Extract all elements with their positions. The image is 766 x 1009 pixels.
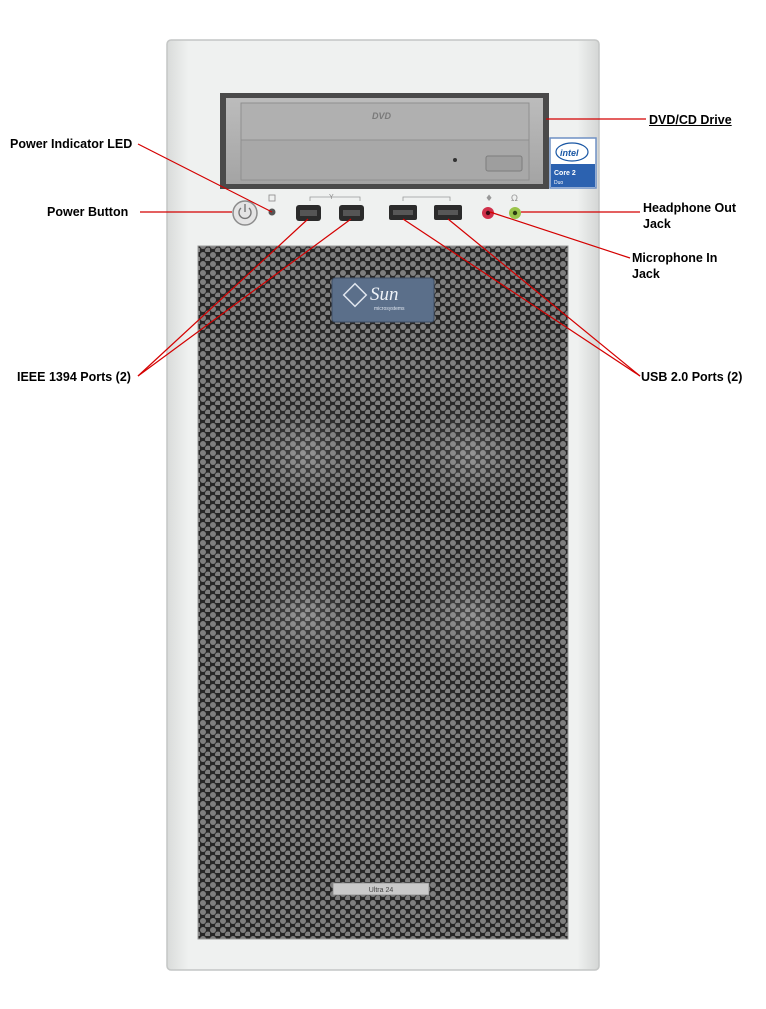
svg-text:intel: intel [560,148,579,158]
microphone-icon: ♦ [485,194,493,204]
svg-text:Sun: Sun [370,284,399,305]
label-usb-ports: USB 2.0 Ports (2) [641,370,743,384]
label-microphone-line2: Jack [632,267,660,281]
leader-ieee-1 [137,218,309,377]
svg-text:Duo: Duo [554,180,563,186]
label-microphone-in-jack: Microphone In Jack [632,250,717,282]
front-io-panel: Y ♦ Ω [232,194,521,226]
label-dvd-cd-drive: DVD/CD Drive [649,113,732,127]
svg-text:microsystems: microsystems [374,306,405,312]
label-headphone-out-jack: Headphone Out Jack [643,200,736,232]
leader-microphone [489,211,631,259]
leader-lines [137,118,646,377]
model-plate: Ultra 24 [332,882,430,896]
leader-usb-2 [447,218,641,377]
label-headphone-line2: Jack [643,217,671,231]
intel-core2-badge: intel Core 2 Duo [549,137,597,189]
headphone-icon: Ω [511,194,518,204]
power-icon [238,207,252,220]
leader-usb-1 [402,218,641,377]
label-power-indicator-led: Power Indicator LED [10,137,133,151]
dvd-logo: DVD [372,111,392,121]
label-microphone-line1: Microphone In [632,251,718,265]
sun-logo-badge: Sun microsystems [331,277,435,323]
leader-power-led [137,143,273,213]
dvd-drive: DVD [220,93,549,189]
svg-text:Y: Y [329,194,334,201]
svg-text:Ultra 24: Ultra 24 [369,887,394,894]
drive-activity-led [453,158,457,162]
svg-text:Core 2: Core 2 [554,170,576,177]
power-button[interactable] [232,200,258,226]
front-mesh-grille [197,245,569,940]
leader-ieee-2 [137,218,352,377]
label-ieee1394-ports: IEEE 1394 Ports (2) [17,370,131,384]
label-headphone-line1: Headphone Out [643,201,737,215]
drive-eject-button[interactable] [485,155,523,172]
label-power-button: Power Button [47,205,129,219]
